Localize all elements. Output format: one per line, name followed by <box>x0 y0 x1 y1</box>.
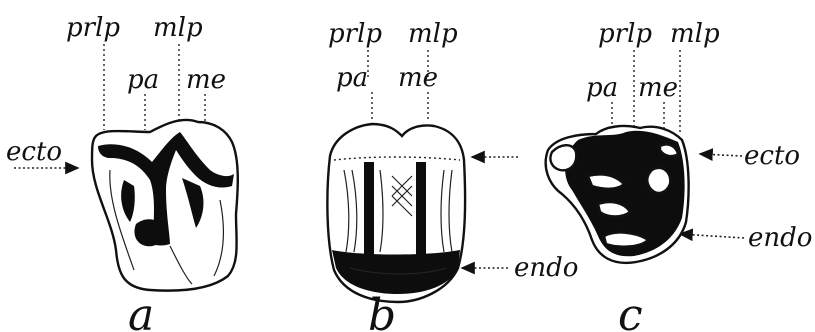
caption-c: c <box>618 290 643 332</box>
caption-a: a <box>128 290 154 332</box>
label-a-ecto: ecto <box>6 137 62 167</box>
tooth-b-bar-right <box>416 162 426 256</box>
label-a-mlp: mlp <box>153 13 203 43</box>
label-a-prlp: prlp <box>66 13 120 43</box>
arrow-c-ecto <box>700 154 742 156</box>
label-a-me: me <box>186 65 226 95</box>
tooth-c-island-front <box>550 145 576 170</box>
label-c-me: me <box>638 73 678 103</box>
label-b-pa: pa <box>336 63 368 93</box>
label-c-ecto: ecto <box>744 141 800 171</box>
label-c-pa: pa <box>586 73 618 103</box>
caption-b: b <box>368 290 396 332</box>
panel-c: prlp mlp pa me ecto endo c <box>546 19 813 332</box>
tooth-c-island-rear <box>647 168 670 193</box>
label-c-prlp: prlp <box>598 19 652 49</box>
label-b-endo: endo <box>514 253 578 283</box>
panel-b: prlp mlp pa me endo b <box>327 19 578 332</box>
label-b-mlp: mlp <box>408 19 458 49</box>
label-c-mlp: mlp <box>670 19 720 49</box>
label-a-pa: pa <box>127 65 159 95</box>
arrow-c-endo <box>680 234 744 238</box>
tooth-b-bar-left <box>364 162 374 256</box>
label-c-endo: endo <box>748 223 812 253</box>
label-b-prlp: prlp <box>328 19 382 49</box>
panel-a: prlp mlp pa me ecto a <box>6 13 238 332</box>
label-b-me: me <box>398 63 438 93</box>
